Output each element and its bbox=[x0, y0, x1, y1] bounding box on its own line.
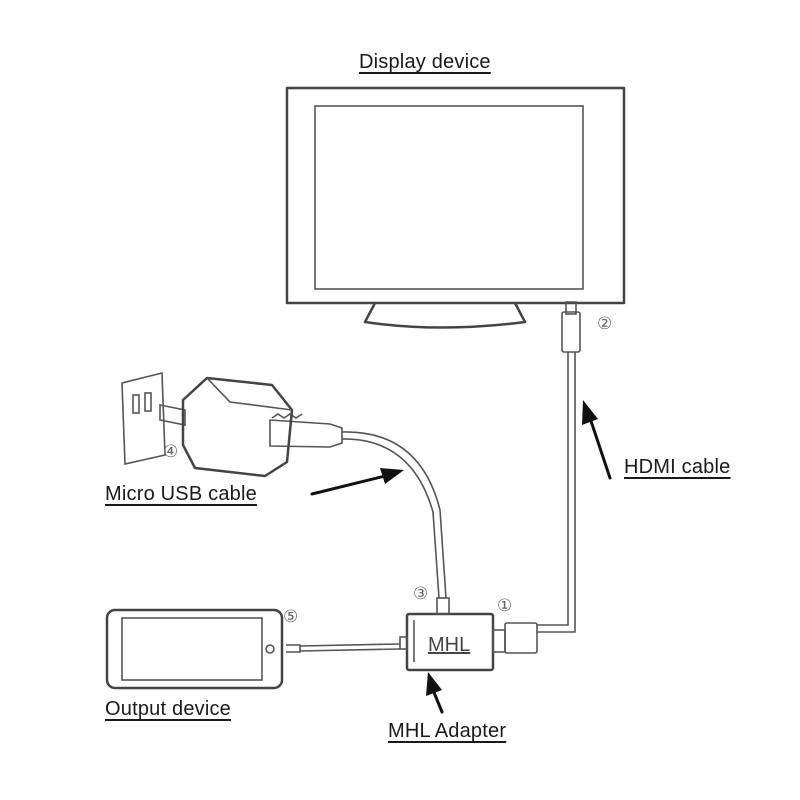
charger-body bbox=[181, 376, 294, 478]
mhl-adapter-micro-port bbox=[399, 636, 408, 650]
micro-usb-cable-label: Micro USB cable bbox=[105, 483, 257, 505]
usb-cable-head bbox=[269, 419, 343, 448]
monitor-outer-frame bbox=[285, 86, 626, 305]
hdmi-arrowhead bbox=[582, 400, 598, 425]
monitor-stand bbox=[363, 301, 527, 329]
hdmi-cable bbox=[504, 301, 581, 654]
mhl-adapter-text: MHL bbox=[428, 634, 470, 656]
marker-2: ② bbox=[597, 314, 613, 334]
phone-cable-line-a bbox=[299, 643, 401, 647]
phone-cable-line-b bbox=[299, 648, 401, 652]
marker-5: ⑤ bbox=[283, 607, 299, 627]
output-device-phone bbox=[105, 608, 401, 690]
usb-cable-plug bbox=[436, 597, 450, 615]
mhl-adapter-label: MHL Adapter bbox=[388, 720, 507, 742]
usb-cable-ridges bbox=[271, 413, 303, 419]
phone-screen bbox=[121, 617, 263, 681]
adapter-arrow-shaft bbox=[431, 688, 444, 714]
hdmi-plug-tip bbox=[565, 301, 577, 315]
wall-socket bbox=[121, 371, 166, 465]
socket-slot-left bbox=[132, 394, 140, 414]
charger-edge bbox=[206, 377, 293, 411]
pointer-arrows bbox=[310, 400, 612, 714]
socket-slot-right bbox=[144, 392, 152, 412]
marker-1: ① bbox=[497, 596, 513, 616]
adapter-arrowhead bbox=[426, 672, 442, 696]
charger-and-socket bbox=[121, 371, 294, 478]
hdmi-cable-line-a bbox=[537, 352, 569, 626]
usb-arrow-shaft bbox=[310, 474, 387, 496]
micro-usb-cable bbox=[269, 413, 450, 615]
charger-prongs bbox=[159, 404, 186, 426]
hdmi-cable-label: HDMI cable bbox=[624, 456, 731, 478]
phone-cable-plug bbox=[286, 644, 301, 653]
usb-cable-line-b bbox=[341, 438, 440, 599]
usb-cable-line-a bbox=[341, 431, 447, 599]
usb-arrowhead bbox=[380, 468, 404, 484]
hdmi-plug-top bbox=[561, 311, 581, 353]
monitor-screen bbox=[314, 105, 584, 290]
marker-3: ③ bbox=[413, 584, 429, 604]
phone-home-button bbox=[265, 644, 275, 654]
hdmi-cable-line-b bbox=[537, 352, 576, 633]
marker-4: ④ bbox=[163, 442, 179, 462]
display-device-monitor bbox=[285, 86, 626, 329]
hdmi-plug-bottom bbox=[504, 622, 538, 654]
mhl-adapter-hdmi-port bbox=[492, 629, 506, 653]
display-device-label: Display device bbox=[359, 51, 491, 73]
output-device-label: Output device bbox=[105, 698, 232, 720]
phone-body bbox=[105, 608, 284, 690]
mhl-adapter-box: MHL bbox=[399, 612, 506, 672]
hdmi-arrow-shaft bbox=[588, 416, 612, 480]
